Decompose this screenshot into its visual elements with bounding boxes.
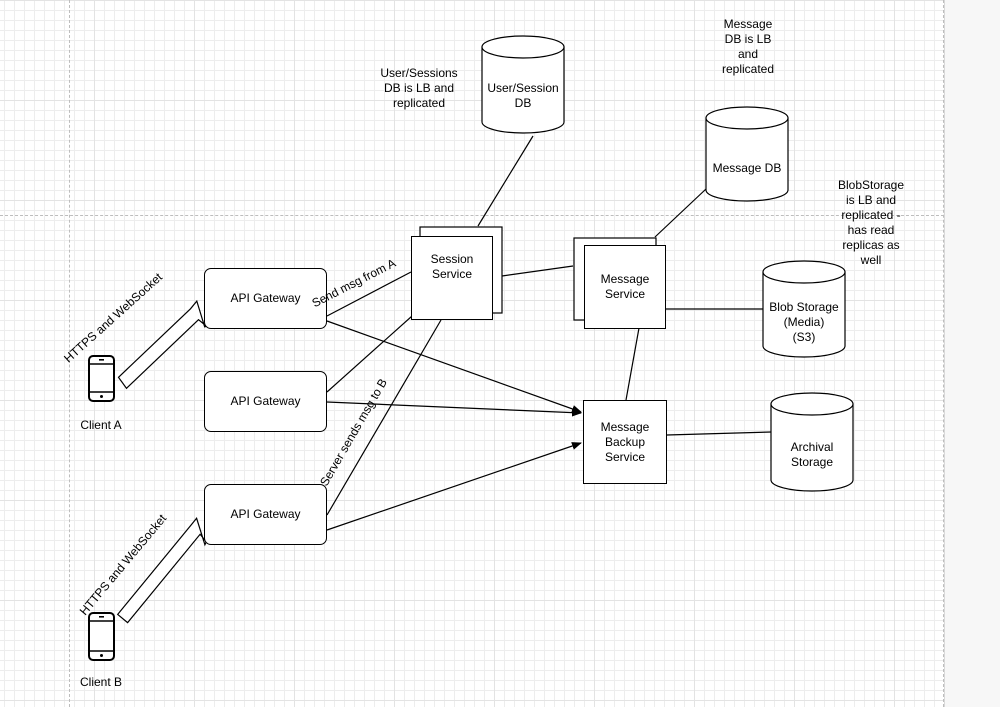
user-session-db-cylinder[interactable] <box>481 35 565 134</box>
message-db-note: Message DB is LB and replicated <box>721 17 775 76</box>
api-gateway-3-node[interactable]: API Gateway <box>204 484 327 545</box>
blob-storage-label: Blob Storage (Media) (S3) <box>769 300 839 344</box>
client-a-label: Client A <box>80 418 122 432</box>
diagram-svg <box>88 35 854 661</box>
archival-storage-cylinder[interactable] <box>770 392 854 492</box>
edge-gateway3-to-backup[interactable] <box>326 442 582 531</box>
api-gateway-2-node[interactable]: API Gateway <box>204 371 327 432</box>
session-service-label: Session Service <box>430 252 474 281</box>
edge-message-service-to-backup[interactable] <box>625 327 640 401</box>
archival-storage-label: Archival Storage <box>790 440 834 469</box>
blob-storage-cylinder[interactable] <box>762 260 846 358</box>
edge-gateway2-to-session[interactable] <box>326 307 422 393</box>
page-break-vertical-right <box>943 0 944 707</box>
edge-gateway2-to-backup[interactable] <box>326 401 582 417</box>
side-panel <box>944 0 1000 707</box>
message-backup-service-label: Message Backup Service <box>600 419 650 464</box>
double-arrow-client-a[interactable] <box>117 299 208 390</box>
message-service-label: Message Service <box>600 272 650 301</box>
message-service-node[interactable]: Message Service <box>584 245 666 329</box>
edge-message-service-to-message-db[interactable] <box>654 188 707 238</box>
edge-gateway1-to-session[interactable] <box>326 271 412 317</box>
edge-session-to-userdb[interactable] <box>477 135 534 227</box>
blob-storage-note: BlobStorage is LB and replicated - has r… <box>837 178 905 267</box>
client-a-phone-icon[interactable] <box>88 355 115 402</box>
client-b-phone-icon[interactable] <box>88 612 115 661</box>
edge-session-to-message-service[interactable] <box>501 265 574 277</box>
session-service-node[interactable]: Session Service <box>411 236 493 320</box>
edge-backup-to-archival[interactable] <box>666 431 772 436</box>
double-arrow-client-b[interactable] <box>116 517 208 624</box>
user-sessions-db-note: User/Sessions DB is LB and replicated <box>380 66 458 110</box>
client-b-label: Client B <box>79 675 123 689</box>
edge-gateway1-to-backup[interactable] <box>326 320 582 413</box>
api-gateway-3-label: API Gateway <box>230 507 301 521</box>
message-db-cylinder[interactable] <box>705 106 789 202</box>
api-gateway-2-label: API Gateway <box>230 394 301 408</box>
message-backup-service-node[interactable]: Message Backup Service <box>583 400 667 484</box>
api-gateway-1-node[interactable]: API Gateway <box>204 268 327 329</box>
edge-gateway3-to-session[interactable] <box>326 319 442 516</box>
api-gateway-1-label: API Gateway <box>230 291 301 305</box>
message-db-label: Message DB <box>712 161 782 175</box>
page-break-horizontal <box>0 215 944 216</box>
user-session-db-label: User/Session DB <box>487 81 559 110</box>
page-break-vertical-left <box>69 0 70 707</box>
